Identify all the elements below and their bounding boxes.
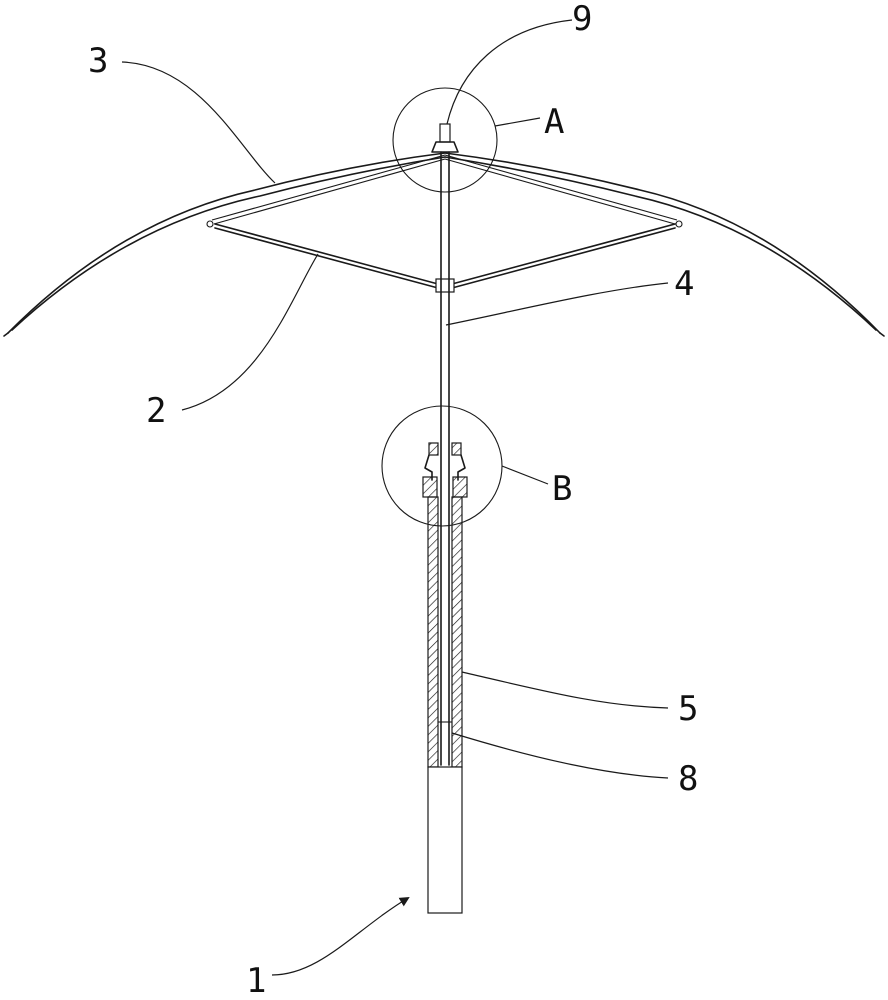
label-shaft: 4 — [674, 264, 694, 304]
label-stretcher-rib: 2 — [146, 391, 166, 431]
label-canopy-rib: 3 — [88, 41, 108, 81]
label-detail-a: A — [544, 102, 564, 142]
top-notch — [431, 123, 459, 153]
canopy-rib — [3, 152, 885, 337]
label-top-notch: 9 — [572, 0, 592, 39]
leader-lines — [121, 19, 669, 976]
sleeve — [427, 496, 463, 768]
label-inner-tube: 8 — [678, 759, 698, 799]
stretcher-ribs — [214, 223, 676, 289]
upper-ribs — [206, 154, 683, 228]
label-sleeve: 5 — [678, 689, 698, 729]
handle — [427, 766, 463, 914]
label-handle-section: 1 — [246, 961, 266, 1000]
detail-circle-b — [381, 405, 503, 527]
detail-circle-a — [392, 87, 498, 193]
runner — [435, 278, 455, 293]
shaft — [440, 151, 450, 766]
lock-mechanism — [422, 442, 468, 498]
label-detail-b: B — [552, 469, 572, 509]
